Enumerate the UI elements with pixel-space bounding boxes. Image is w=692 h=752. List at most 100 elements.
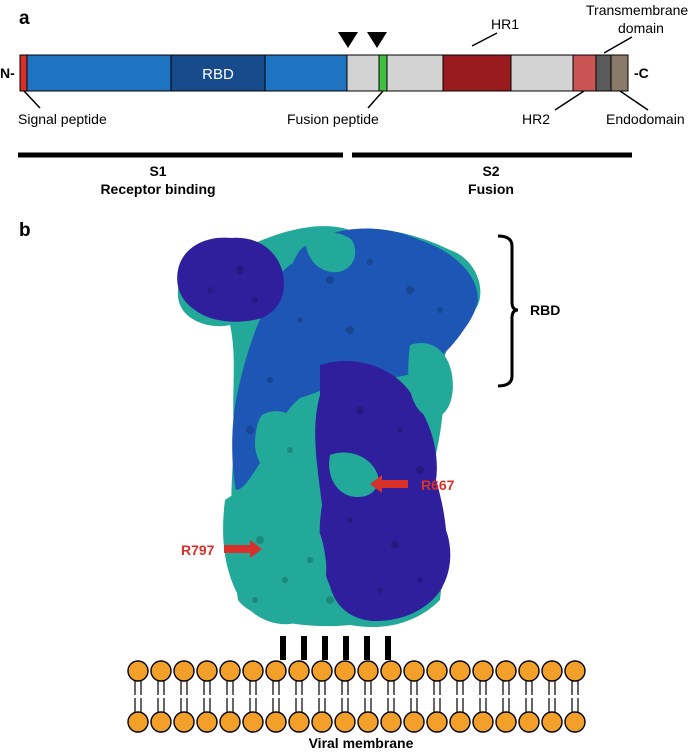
r667-label: R667 — [421, 477, 455, 493]
lipid-head-inner — [242, 711, 264, 733]
endodomain-segment — [610, 54, 629, 92]
lipid-head-inner — [472, 711, 494, 733]
transmembrane-stalk — [385, 636, 391, 660]
hr1-leader — [471, 32, 498, 47]
lipid-head-inner — [449, 711, 471, 733]
lipid-head-inner — [426, 711, 448, 733]
lipid-head-inner — [150, 711, 172, 733]
s2-name: S2 — [482, 163, 499, 179]
n-terminus-label: N- — [0, 65, 15, 81]
s2-mid-segment — [510, 54, 574, 92]
rbd-head-left — [177, 237, 284, 322]
lipid-head-inner — [311, 711, 333, 733]
teal-patch-right — [408, 343, 453, 419]
lipid-head-outer — [495, 660, 517, 682]
teal-patch-center — [329, 452, 379, 498]
teal-patch-upper — [305, 232, 356, 273]
s1-name: S1 — [149, 163, 166, 179]
lipid-head-outer — [288, 660, 310, 682]
lipid-head-outer — [334, 660, 356, 682]
endodomain-leader — [619, 90, 649, 111]
viral-membrane — [127, 660, 586, 733]
hr1-label: HR1 — [491, 16, 519, 32]
lipid-head-inner — [334, 711, 356, 733]
lipid-head-outer — [357, 660, 379, 682]
teal-patch-mid — [254, 411, 306, 478]
panel-a-letter: a — [19, 8, 30, 29]
fusion-peptide-segment — [378, 54, 388, 92]
signal-peptide-label: Signal peptide — [18, 111, 107, 127]
cleavage-marker-2 — [367, 32, 387, 48]
s1-function: Receptor binding — [100, 181, 215, 197]
panel-b-letter: b — [19, 220, 31, 241]
s2-function: Fusion — [468, 181, 514, 197]
lipid-head-inner — [495, 711, 517, 733]
lipid-head-inner — [564, 711, 586, 733]
lipid-head-outer — [403, 660, 425, 682]
transmembrane-stalks — [280, 636, 391, 660]
hr1-segment — [442, 54, 512, 92]
rbd-bracket — [497, 234, 519, 388]
domain-bar: RBD — [19, 54, 629, 92]
indigo-lower-lobe — [363, 497, 451, 610]
hr2-segment — [572, 54, 597, 92]
s1-n-segment — [26, 54, 172, 92]
lipid-head-outer — [242, 660, 264, 682]
lipid-head-inner — [518, 711, 540, 733]
transmembrane-stalk — [343, 636, 349, 660]
signal-peptide-segment — [19, 54, 28, 92]
linker-segment — [346, 54, 380, 92]
transmembrane-stalk — [322, 636, 328, 660]
c-terminus-label: -C — [634, 65, 649, 81]
transmembrane-segment — [595, 54, 612, 92]
lipid-head-outer — [150, 660, 172, 682]
lipid-head-inner — [173, 711, 195, 733]
s1-c-segment — [264, 54, 348, 92]
lipid-head-outer — [449, 660, 471, 682]
lipid-head-outer — [518, 660, 540, 682]
transmembrane-label-line1: Transmembrane — [586, 2, 688, 18]
lipid-head-outer — [173, 660, 195, 682]
hr2-label: HR2 — [522, 111, 550, 127]
lipid-head-inner — [265, 711, 287, 733]
hr2-leader — [554, 90, 585, 111]
lipid-head-outer — [311, 660, 333, 682]
transmembrane-stalk — [301, 636, 307, 660]
lipid-head-outer — [564, 660, 586, 682]
lipid-head-outer — [265, 660, 287, 682]
lipid-head-outer — [196, 660, 218, 682]
signal-peptide-leader — [23, 90, 41, 109]
rbd-structure-label: RBD — [530, 302, 560, 318]
transmembrane-stalk — [364, 636, 370, 660]
lipid-head-inner — [541, 711, 563, 733]
viral-membrane-label: Viral membrane — [309, 735, 414, 751]
cleavage-marker-1 — [338, 32, 358, 48]
lipid-head-inner — [196, 711, 218, 733]
leader-lines — [23, 32, 649, 111]
s2-linker-segment — [386, 54, 444, 92]
transmembrane-stalk — [280, 636, 286, 660]
lipid-head-inner — [380, 711, 402, 733]
lipid-head-outer — [380, 660, 402, 682]
lipid-head-inner — [127, 711, 149, 733]
lipid-head-outer — [219, 660, 241, 682]
lipid-head-outer — [541, 660, 563, 682]
fusion-peptide-label: Fusion peptide — [287, 111, 379, 127]
teal-lower-lobe — [223, 490, 327, 625]
r667-arrow — [370, 475, 408, 493]
lipid-head-inner — [288, 711, 310, 733]
lipid-head-inner — [219, 711, 241, 733]
lipid-head-outer — [426, 660, 448, 682]
transmembrane-label-line2: domain — [618, 20, 664, 36]
r797-arrow — [224, 540, 262, 558]
surface-texture — [207, 259, 443, 604]
r797-label: R797 — [181, 542, 215, 558]
lipid-head-inner — [357, 711, 379, 733]
transmembrane-leader — [603, 36, 633, 54]
endodomain-label: Endodomain — [606, 111, 685, 127]
rbd-segment-label: RBD — [202, 66, 234, 83]
rbd-segment — [170, 54, 266, 92]
lipid-head-inner — [403, 711, 425, 733]
lipid-head-outer — [472, 660, 494, 682]
